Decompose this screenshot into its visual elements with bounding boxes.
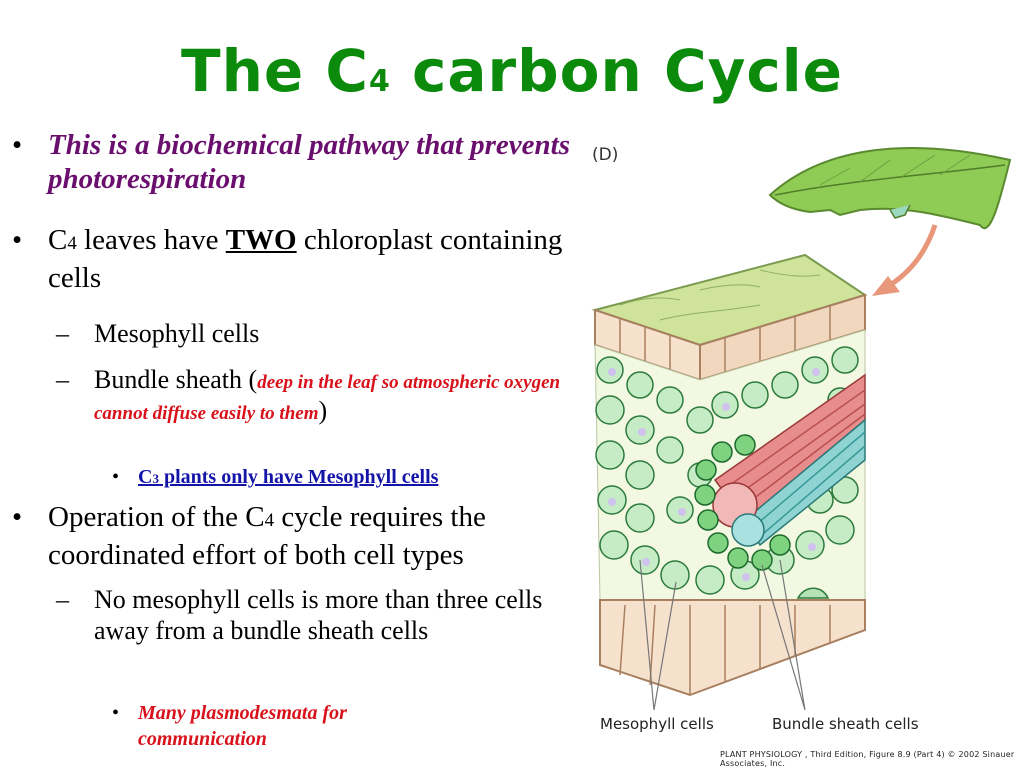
bullet-marker: • xyxy=(112,702,120,724)
leaf-icon xyxy=(768,147,1012,230)
subsubbullet-c3: • C3 plants only have Mesophyll cells xyxy=(112,464,582,492)
bullet-marker: • xyxy=(12,224,23,256)
subsubbullet-plasmodesmata: • Many plasmodesmata for communication xyxy=(112,700,472,752)
bullet-two-cell-types: • C4 leaves have TWO chloroplast contain… xyxy=(12,223,578,295)
note-text: deep in the leaf so atmospheric oxygen c… xyxy=(94,372,561,424)
bullet-text: This is a biochemical pathway that preve… xyxy=(48,129,571,195)
label-mesophyll: Mesophyll cells xyxy=(600,715,714,733)
zoom-arrow-icon xyxy=(872,224,938,296)
leaf-anatomy-figure: (D) xyxy=(591,145,1012,733)
dash-marker: – xyxy=(56,585,69,614)
vascular-bundle xyxy=(712,373,866,547)
subbullet-text: Mesophyll cells xyxy=(94,319,260,348)
bullet-operation: • Operation of the C4 cycle requires the… xyxy=(12,500,572,572)
subbullet-three-cells: – No mesophyll cells is more than three … xyxy=(56,584,556,646)
bullet-text: Operation of the C4 cycle requires the c… xyxy=(48,501,486,571)
bundle-sheath-cells xyxy=(694,434,791,571)
label-leader-lines xyxy=(639,559,806,711)
bullet-marker: • xyxy=(12,501,23,533)
lower-epidermis xyxy=(599,587,866,697)
panel-label: (D) xyxy=(592,145,618,165)
emphasis-two: TWO xyxy=(225,224,297,256)
dash-marker: – xyxy=(56,319,69,348)
slide-title: The C4 carbon Cycle xyxy=(181,37,843,105)
label-bundle-sheath: Bundle sheath cells xyxy=(772,715,919,733)
dash-marker: – xyxy=(56,365,69,394)
subbullet-mesophyll: – Mesophyll cells xyxy=(56,318,556,349)
subbullet-text: No mesophyll cells is more than three ce… xyxy=(94,585,543,645)
subbullet-text: Bundle sheath (deep in the leaf so atmos… xyxy=(94,365,561,425)
bullet-text: C4 leaves have TWO chloroplast containin… xyxy=(48,224,563,294)
bullet-photorespiration: • This is a biochemical pathway that pre… xyxy=(12,128,572,196)
figure-caption: PLANT PHYSIOLOGY , Third Edition, Figure… xyxy=(720,750,1015,768)
bullet-marker: • xyxy=(12,129,23,161)
bullet-marker: • xyxy=(112,466,120,488)
subsubbullet-text: Many plasmodesmata for communication xyxy=(138,702,347,750)
subbullet-bundle-sheath: – Bundle sheath (deep in the leaf so atm… xyxy=(56,364,568,426)
mesophyll-tissue xyxy=(594,329,866,601)
subsubbullet-text: C3 plants only have Mesophyll cells xyxy=(138,466,439,488)
